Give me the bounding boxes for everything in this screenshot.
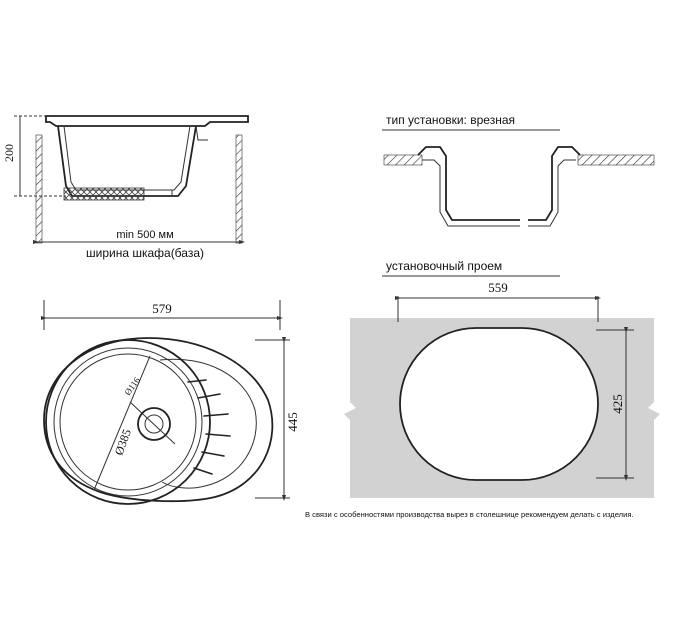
cutout-note: В связи с особенностями производства выр…: [305, 510, 634, 519]
drainboard-outline: [159, 358, 257, 489]
cabinet-width-label: ширина шкафа(база): [86, 246, 204, 260]
cutout-section: установочный проем 559 425 В связи с осо…: [305, 259, 660, 519]
cabinet-wall-left: [35, 134, 43, 244]
drain-outer: [137, 407, 171, 441]
drainboard-grooves: [187, 379, 231, 475]
side-height-dim: 200: [2, 144, 16, 162]
top-height-dim: 445: [285, 412, 300, 432]
top-view-section: 579 445 Ø385 Ø116: [41, 300, 300, 505]
drain-diameter: Ø116: [122, 375, 142, 397]
drain-block: [63, 187, 145, 201]
bowl-diameter: Ø385: [112, 427, 134, 457]
cutout-opening: [399, 327, 599, 481]
sink-bowl-profile: [57, 125, 197, 197]
top-width-dim: 579: [152, 301, 172, 316]
countertop-left: [383, 154, 423, 166]
cabinet-wall-right: [235, 134, 243, 244]
mount-type-label: тип установки: врезная: [386, 113, 515, 127]
mount-type-section: тип установки: врезная: [382, 113, 655, 227]
drain-inner: [144, 414, 164, 434]
side-view-section: 200 min 500 мм ширина шкафа(база): [2, 115, 249, 260]
countertop-right: [577, 154, 655, 166]
min-width-label: min 500 мм: [116, 229, 173, 241]
sink-wall-left: [417, 146, 520, 221]
sink-rim: [45, 115, 249, 127]
bowl-outer: [45, 339, 211, 505]
sink-outer-outline: [43, 337, 274, 503]
cutout-width-dim: 559: [488, 280, 508, 295]
bowl-inner-2: [59, 353, 197, 491]
bowl-inner: [53, 347, 203, 497]
sink-wall-right: [528, 146, 581, 221]
cutout-height-dim: 425: [610, 394, 625, 414]
cutout-title: установочный проем: [386, 259, 502, 273]
